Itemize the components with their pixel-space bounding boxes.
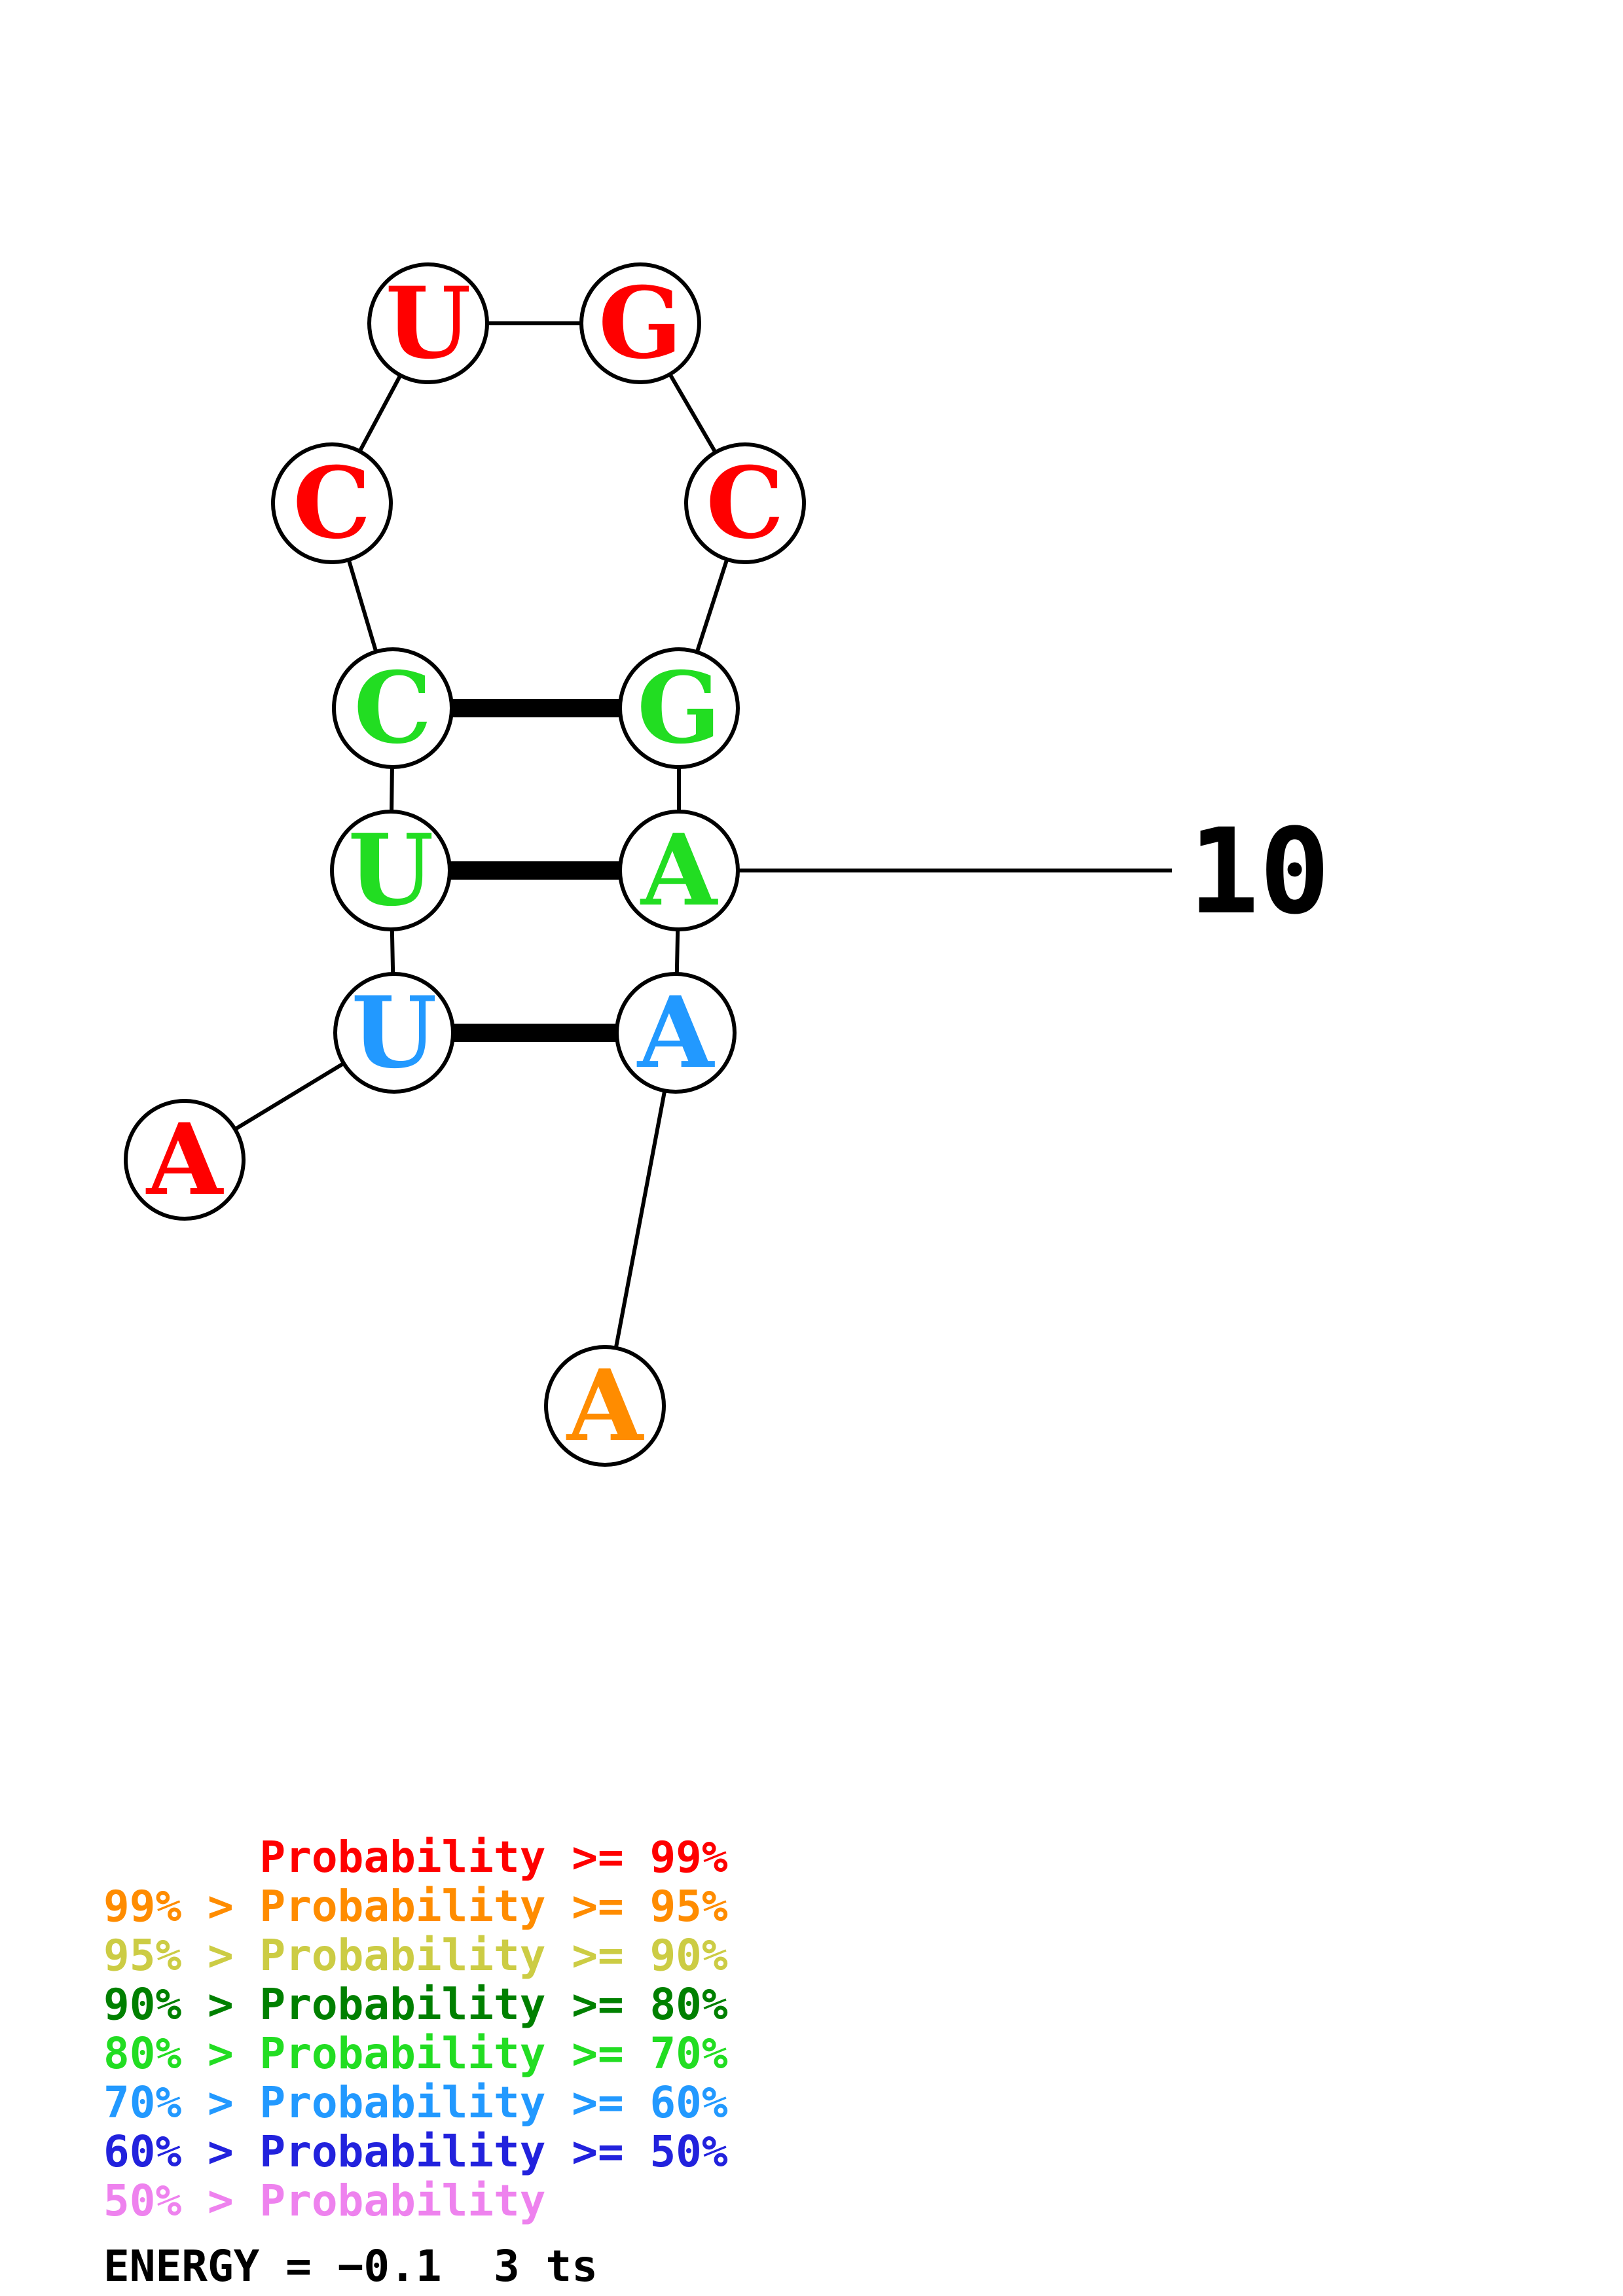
nucleotide-circle-2 xyxy=(333,972,455,1094)
base-letter-10: A xyxy=(640,813,719,928)
base-letter-4: C xyxy=(354,651,431,766)
nucleotide-circle-9 xyxy=(618,647,740,769)
legend-row-3: 95% > Probability >= 90% xyxy=(103,1930,728,1981)
base-letter-7: G xyxy=(598,266,682,381)
probability-legend: Probability >= 99%99% > Probability >= 9… xyxy=(103,1833,728,2225)
base-letter-5: C xyxy=(293,446,371,561)
nucleotide-circle-11 xyxy=(615,972,737,1094)
base-letter-2: U xyxy=(352,975,437,1090)
nucleotide-circle-6 xyxy=(367,262,489,384)
base-letter-3: U xyxy=(348,813,434,928)
base-letter-6: U xyxy=(386,266,471,381)
nucleotide-circle-1 xyxy=(124,1099,246,1221)
nucleotide-circle-3 xyxy=(330,810,452,931)
position-label: 10 xyxy=(1188,804,1330,941)
legend-row-5: 80% > Probability >= 70% xyxy=(103,2028,728,2079)
legend-row-2: 99% > Probability >= 95% xyxy=(103,1881,728,1931)
nucleotide-circle-12 xyxy=(544,1345,666,1467)
legend-row-7: 60% > Probability >= 50% xyxy=(103,2126,728,2177)
nucleotide-circle-10 xyxy=(618,810,740,931)
backbone-bond xyxy=(603,1032,678,1407)
nucleotide-circle-7 xyxy=(579,262,701,384)
energy-text: ENERGY = −0.1 3 ts xyxy=(103,2241,598,2291)
base-letter-1: A xyxy=(145,1102,225,1217)
nucleotide-circle-4 xyxy=(332,647,454,769)
legend-row-4: 90% > Probability >= 80% xyxy=(103,1979,728,2030)
base-letter-11: A xyxy=(636,975,716,1090)
base-letter-12: A xyxy=(566,1348,645,1463)
nucleotide-circle-5 xyxy=(271,442,393,564)
legend-row-8: 50% > Probability xyxy=(103,2176,546,2226)
base-letter-9: G xyxy=(637,651,721,766)
base-letter-8: C xyxy=(706,446,784,561)
nucleotide-circle-8 xyxy=(684,442,806,564)
legend-row-1: Probability >= 99% xyxy=(103,1832,728,1882)
legend-row-6: 70% > Probability >= 60% xyxy=(103,2077,728,2128)
